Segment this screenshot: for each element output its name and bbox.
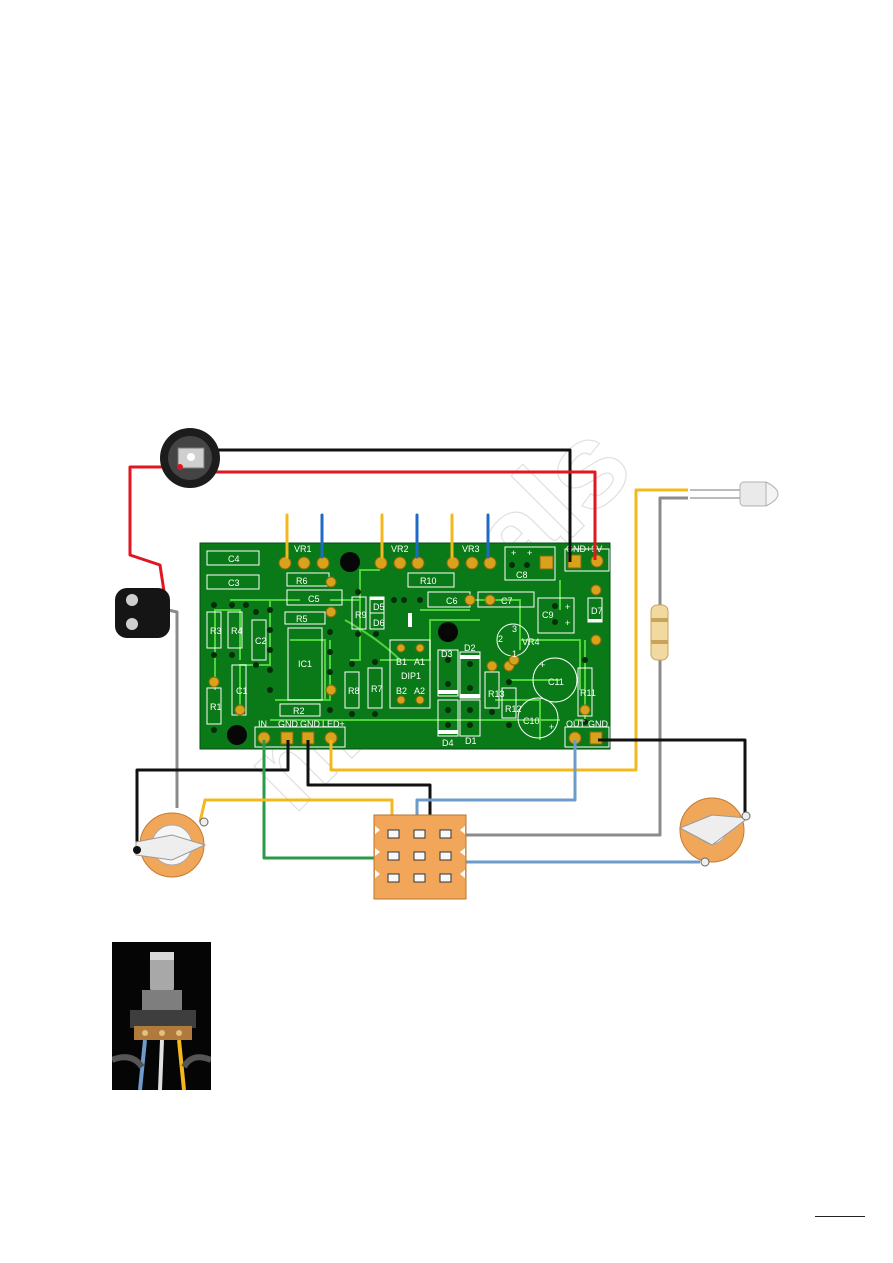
vr-wires: [285, 513, 490, 559]
label-vr2: VR2: [391, 544, 409, 554]
wire-green-in: [262, 740, 390, 860]
label-d4: D4: [442, 738, 454, 748]
output-jack-icon: [678, 797, 751, 867]
label-pad-gnd3: GND: [588, 719, 609, 729]
label-c5: C5: [308, 594, 320, 604]
wire-red-battery: [128, 465, 180, 599]
pcb-pads: [208, 554, 604, 745]
wire-red-dc-9v: [195, 470, 597, 560]
label-c10: C10: [523, 716, 540, 726]
label-r3: R3: [210, 626, 222, 636]
label-r5: R5: [296, 614, 308, 624]
label-vr4-pin3: 3: [512, 624, 517, 634]
pcb-silkscreen: [206, 546, 610, 748]
wires: [128, 448, 747, 900]
label-a1: A1: [414, 657, 425, 667]
label-d7: D7: [591, 606, 603, 616]
label-r7: R7: [371, 684, 383, 694]
label-r11: R11: [580, 688, 596, 698]
label-r6: R6: [296, 576, 308, 586]
label-d3: D3: [441, 649, 453, 659]
label-pad-out: OUT: [566, 719, 586, 729]
label-pad-gnd1: GND: [278, 719, 299, 729]
pcb-labels: C4 C3 R6 C5 R5 R3 R4 C2 IC1 C1 R1 R2 R9 …: [210, 544, 609, 748]
label-vr4-pin2: 2: [498, 634, 503, 644]
label-c9-plus-b: +: [565, 618, 570, 628]
label-c7: C7: [501, 596, 513, 606]
footswitch-icon: [373, 814, 467, 900]
label-r1: R1: [210, 702, 222, 712]
pcb-vias: [211, 562, 588, 733]
led-icon: [690, 481, 779, 507]
label-dip1: DIP1: [401, 671, 421, 681]
label-a2: A2: [414, 686, 425, 696]
label-r2: R2: [293, 706, 305, 716]
label-c10-plus: +: [549, 722, 554, 732]
label-c4: C4: [228, 554, 240, 564]
label-c8-plus-a: +: [511, 548, 516, 558]
wire-black-dc-gnd: [208, 448, 572, 562]
label-pad-in: IN: [258, 719, 267, 729]
label-c8-plus-b: +: [527, 548, 532, 558]
label-c11: C11: [548, 677, 564, 687]
label-d5: D5: [373, 602, 385, 612]
label-ic1: IC1: [298, 659, 312, 669]
resistor-icon: [650, 604, 669, 661]
label-c9: C9: [542, 610, 554, 620]
diode-bands: [370, 597, 602, 734]
label-r9: R9: [355, 610, 367, 620]
label-vr4: VR4: [522, 637, 540, 647]
wire-black-out-gnd: [598, 738, 747, 815]
potentiometer-photo: [112, 942, 211, 1090]
label-vr1: VR1: [294, 544, 312, 554]
label-pad-led: LED+: [322, 719, 345, 729]
label-pad-gnd-pwr: GND: [566, 544, 587, 554]
label-vr3: VR3: [462, 544, 480, 554]
label-c8: C8: [516, 570, 528, 580]
label-r4: R4: [231, 626, 243, 636]
battery-clip-icon: [115, 588, 170, 638]
label-r8: R8: [348, 686, 360, 696]
label-r13: R13: [488, 689, 505, 699]
label-r10: R10: [420, 576, 437, 586]
label-b1: B1: [396, 657, 407, 667]
label-r12: R12: [505, 704, 522, 714]
label-d6: D6: [373, 618, 385, 628]
label-c1: C1: [236, 686, 248, 696]
label-c11-plus: +: [540, 660, 545, 670]
label-c2: C2: [255, 636, 267, 646]
label-c6: C6: [446, 596, 458, 606]
wire-gray-led: [437, 496, 688, 837]
wire-yellow-led: [329, 488, 688, 772]
input-jack-icon: [133, 812, 209, 878]
label-d1: D1: [465, 736, 477, 746]
mounting-holes: [227, 552, 458, 745]
label-c3: C3: [228, 578, 240, 588]
page-footer-rule: [815, 1216, 865, 1217]
label-vr4-pin1: 1: [512, 649, 517, 659]
label-b2: B2: [396, 686, 407, 696]
wire-gray-battery: [167, 608, 179, 808]
label-d2: D2: [464, 643, 476, 653]
wire-yellow-input-jack: [198, 798, 394, 840]
dc-jack-icon: [160, 428, 220, 488]
label-pad-gnd2: GND: [300, 719, 321, 729]
label-c9-plus-a: +: [565, 602, 570, 612]
wire-black-in-gnd: [135, 740, 290, 850]
